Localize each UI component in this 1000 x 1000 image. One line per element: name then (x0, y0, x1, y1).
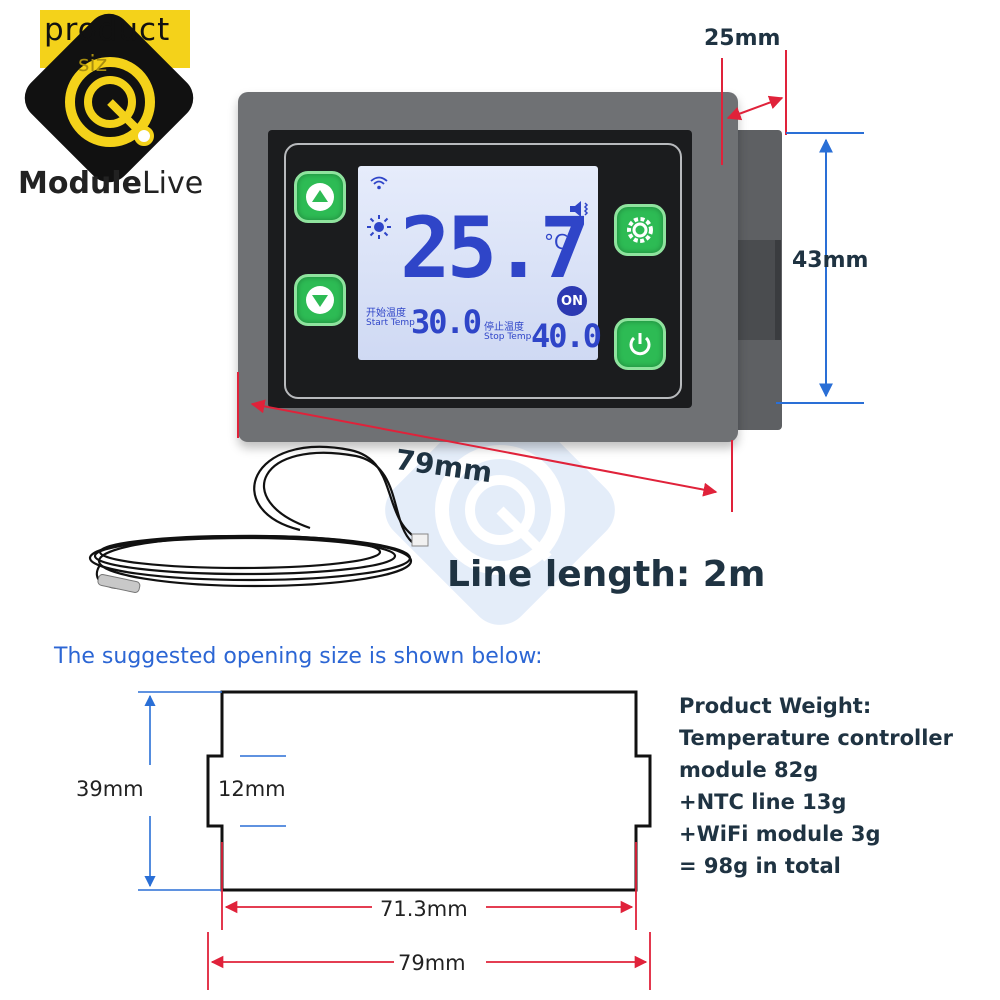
lcd-screen (358, 166, 598, 360)
logo-wordmark: ModuleLive (18, 166, 203, 201)
wifi-icon (370, 176, 388, 190)
temperature-unit: °C (544, 230, 568, 254)
outer-width-label: 79mm (398, 951, 466, 975)
opening-height-label: 39mm (76, 777, 144, 801)
logo-circuit-icon (65, 57, 155, 147)
device-panel-border (284, 143, 682, 399)
power-icon (629, 333, 651, 356)
height-dimension: 43mm (792, 248, 869, 273)
sun-icon (367, 215, 391, 239)
stop-label-cn: 停止温度 (484, 322, 524, 333)
triangle-down-icon (306, 286, 334, 314)
stop-temp-value: 40.0 (531, 317, 602, 355)
depth-dimension: 25mm (704, 26, 781, 51)
power-button[interactable] (614, 318, 666, 370)
product-weight-specs: Product Weight: Temperature controller m… (679, 690, 953, 882)
logo-banner-text-2: siz (78, 52, 108, 77)
notch-height-label: 12mm (218, 777, 286, 801)
logo-wordmark-light: Live (141, 166, 204, 201)
up-button[interactable] (294, 171, 346, 223)
settings-button[interactable] (614, 204, 666, 256)
spec-line: Temperature controller (679, 726, 954, 750)
triangle-up-icon (306, 183, 334, 211)
inner-width-label: 71.3mm (380, 897, 468, 921)
spec-line: = 98g in total (679, 854, 841, 878)
opening-title: The suggested opening size is shown belo… (54, 644, 543, 669)
logo-wordmark-bold: Module (18, 166, 142, 201)
line-length-label: Line length: 2m (447, 554, 766, 595)
start-label-cn: 开始温度 (366, 308, 406, 319)
stop-label-en: Stop Temp (484, 332, 532, 342)
spec-line: Product Weight: (679, 694, 872, 718)
gear-icon (627, 217, 653, 243)
spec-line: +NTC line 13g (679, 790, 847, 814)
device-clip (735, 240, 781, 340)
spec-line: +WiFi module 3g (679, 822, 881, 846)
temperature-display: 25.7 (400, 199, 590, 297)
logo-banner-text: product (44, 12, 171, 48)
start-temp-value: 30.0 (411, 303, 482, 341)
down-button[interactable] (294, 274, 346, 326)
status-badge: ON (557, 286, 587, 316)
start-label-en: Start Temp (366, 318, 415, 328)
spec-line: module 82g (679, 758, 819, 782)
speaker-icon (570, 201, 589, 217)
